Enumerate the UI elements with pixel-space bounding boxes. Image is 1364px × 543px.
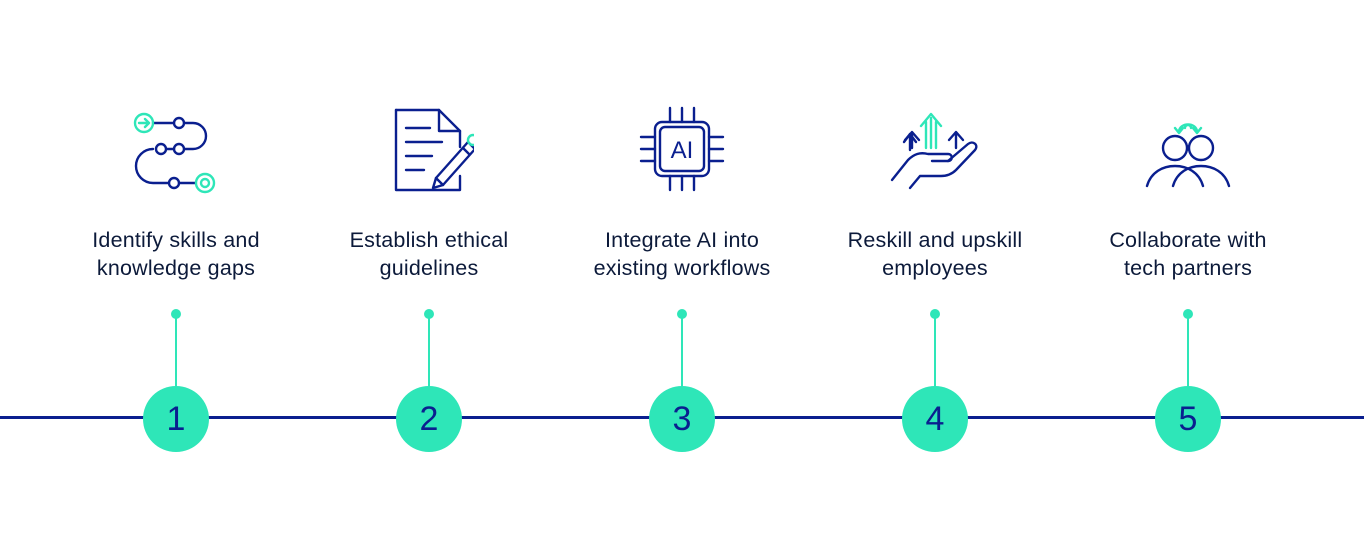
step-number-badge: 1 bbox=[143, 386, 209, 452]
step-label: Integrate AI into existing workflows bbox=[593, 228, 771, 280]
step-number-badge: 2 bbox=[396, 386, 462, 452]
step-2: Establish ethical guidelines 2 bbox=[309, 0, 549, 543]
step-number-badge: 4 bbox=[902, 386, 968, 452]
step-label: Reskill and upskill employees bbox=[847, 228, 1023, 280]
people-collaborate-icon bbox=[1145, 123, 1231, 188]
connector-stem bbox=[175, 318, 177, 388]
step-number-badge: 5 bbox=[1155, 386, 1221, 452]
document-pencil-icon bbox=[394, 108, 474, 192]
ai-chip-icon: AI bbox=[639, 106, 725, 192]
connector-dot bbox=[1183, 309, 1193, 319]
step-1: Identify skills and knowledge gaps 1 bbox=[56, 0, 296, 543]
step-3: AI Integrate AI into existing workflows … bbox=[562, 0, 802, 543]
step-label: Identify skills and knowledge gaps bbox=[92, 228, 260, 280]
connector-stem bbox=[934, 318, 936, 388]
connector-stem bbox=[428, 318, 430, 388]
step-label: Establish ethical guidelines bbox=[349, 228, 509, 280]
connector-stem bbox=[681, 318, 683, 388]
step-5: Collaborate with tech partners 5 bbox=[1068, 0, 1308, 543]
connector-dot bbox=[171, 309, 181, 319]
connector-dot bbox=[424, 309, 434, 319]
connector-dot bbox=[677, 309, 687, 319]
hand-growth-arrows-icon bbox=[890, 112, 978, 190]
step-4: Reskill and upskill employees 4 bbox=[815, 0, 1055, 543]
connector-stem bbox=[1187, 318, 1189, 388]
skills-path-icon bbox=[133, 112, 216, 194]
connector-dot bbox=[930, 309, 940, 319]
step-number-badge: 3 bbox=[649, 386, 715, 452]
ai-chip-label: AI bbox=[671, 137, 694, 164]
step-label: Collaborate with tech partners bbox=[1109, 228, 1267, 280]
